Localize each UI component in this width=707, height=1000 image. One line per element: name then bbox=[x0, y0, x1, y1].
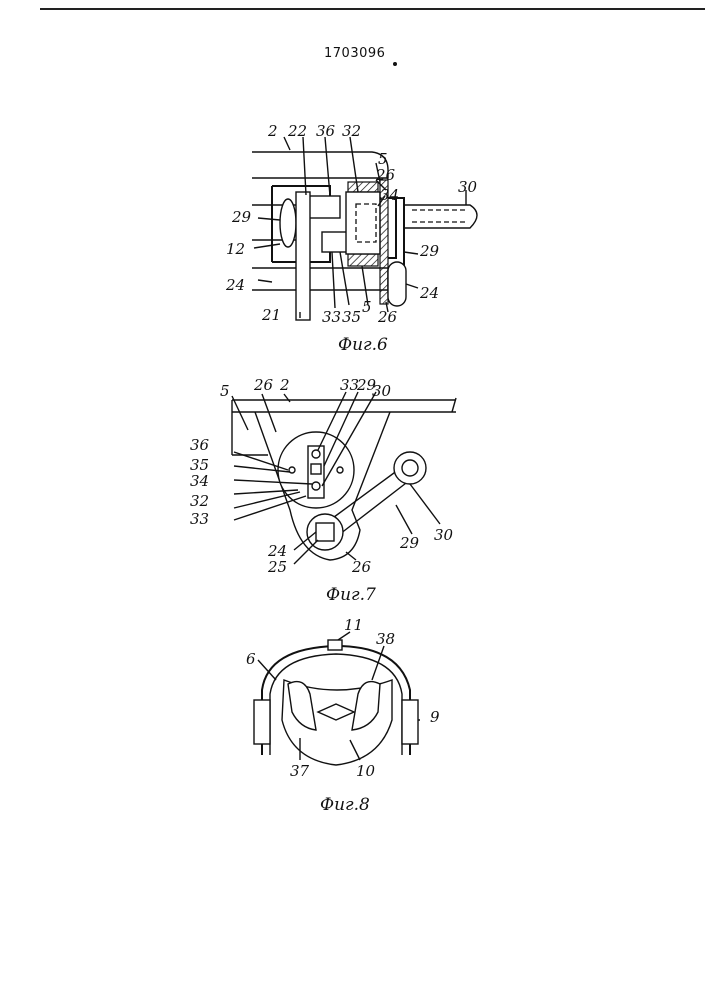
part-6-frame bbox=[262, 646, 410, 755]
caption-fig8: Фиг.8 bbox=[320, 795, 370, 815]
label-22: 22 bbox=[287, 122, 307, 140]
figure-7: 5 26 2 33 29 30 36 35 34 32 33 30 29 24 … bbox=[190, 376, 456, 605]
label-35: 35 bbox=[342, 308, 361, 326]
label-37: 37 bbox=[290, 762, 310, 780]
label-24-left: 24 bbox=[225, 276, 245, 294]
label-25: 25 bbox=[267, 558, 287, 576]
part-30-handle bbox=[404, 205, 477, 228]
part-11-knob bbox=[328, 640, 342, 650]
grip-left bbox=[254, 700, 270, 744]
label-21: 21 bbox=[261, 306, 281, 324]
part-30-hidden bbox=[412, 210, 466, 222]
label-29-left: 29 bbox=[231, 208, 252, 226]
label-24-right: 24 bbox=[419, 284, 439, 302]
label-30: 30 bbox=[372, 382, 392, 400]
label-2: 2 bbox=[279, 376, 290, 394]
part-2-bar bbox=[252, 152, 388, 178]
label-34: 34 bbox=[190, 472, 209, 490]
label-30: 30 bbox=[458, 178, 478, 196]
part-32-body bbox=[346, 192, 380, 254]
label-38: 38 bbox=[376, 630, 395, 648]
part-36-hole bbox=[337, 467, 343, 473]
label-6: 6 bbox=[246, 650, 256, 668]
part-21-plate bbox=[296, 192, 310, 320]
label-5-bottom: 5 bbox=[362, 298, 372, 316]
part-12-ring bbox=[280, 199, 296, 247]
part-5-hatch-bottom bbox=[348, 254, 378, 266]
part-33-hole bbox=[312, 450, 320, 458]
part-30-pin bbox=[402, 460, 418, 476]
label-32: 32 bbox=[190, 492, 209, 510]
part-29-lever bbox=[388, 198, 404, 268]
label-2: 2 bbox=[267, 122, 278, 140]
label-9: 9 bbox=[430, 708, 440, 726]
figure-8: 11 6 38 9 37 10 Фиг.8 bbox=[246, 616, 440, 815]
part-34-square bbox=[311, 464, 321, 474]
center-strap bbox=[318, 704, 354, 720]
label-32: 32 bbox=[342, 122, 361, 140]
caption-fig6: Фиг.6 bbox=[338, 335, 388, 355]
label-34: 34 bbox=[380, 186, 399, 204]
figure-6: 2 22 36 32 5 26 34 30 29 12 29 24 24 21 … bbox=[225, 122, 478, 355]
label-12: 12 bbox=[226, 240, 245, 258]
label-29-right: 29 bbox=[399, 534, 420, 552]
part-24-square bbox=[316, 523, 334, 541]
part-24-bar bbox=[252, 268, 388, 290]
label-5: 5 bbox=[220, 382, 230, 400]
label-29-right: 29 bbox=[419, 242, 440, 260]
label-26-bottom: 26 bbox=[351, 558, 372, 576]
label-26-bottom: 26 bbox=[377, 308, 398, 326]
label-30-right: 30 bbox=[434, 526, 454, 544]
label-33-left: 33 bbox=[190, 510, 209, 528]
part-9-grip bbox=[402, 700, 418, 744]
label-33: 33 bbox=[322, 308, 341, 326]
part-32-hole bbox=[312, 482, 320, 490]
part-24-pin bbox=[388, 262, 406, 306]
label-10: 10 bbox=[356, 762, 376, 780]
part-37-pad bbox=[288, 682, 316, 730]
label-26: 26 bbox=[375, 166, 396, 184]
part-5-hatch-top bbox=[348, 182, 378, 192]
label-36: 36 bbox=[316, 122, 336, 140]
label-11: 11 bbox=[344, 616, 363, 634]
label-36: 36 bbox=[190, 436, 210, 454]
label-26: 26 bbox=[253, 376, 274, 394]
caption-fig7: Фиг.7 bbox=[326, 585, 376, 605]
fig8-leader-lines bbox=[258, 632, 420, 760]
